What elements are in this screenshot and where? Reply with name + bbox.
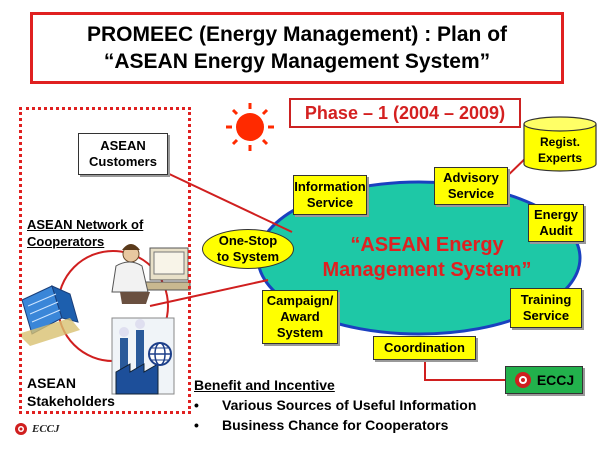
stakeholders-line-2: Stakeholders: [27, 393, 115, 409]
network-line-1: ASEAN Network of: [27, 217, 144, 232]
stakeholders-label: ASEAN Stakeholders: [27, 374, 115, 410]
eccj-logo-icon: [514, 372, 531, 388]
sun-icon: [226, 103, 274, 151]
bullet-icon: •: [194, 417, 199, 433]
advisory-line-2: Service: [447, 186, 495, 201]
training-service-box: Training Service: [510, 288, 582, 328]
eccj-footer-logo: ECCJ: [14, 422, 60, 436]
regist-experts-cylinder: [523, 116, 597, 172]
title-line-2: “ASEAN Energy Management System”: [103, 50, 491, 73]
advisory-line-1: Advisory: [443, 170, 499, 185]
eccj-connector: [424, 360, 508, 381]
one-stop-line-1: One-Stop: [218, 233, 278, 248]
coordination-box: Coordination: [373, 336, 476, 360]
title-line-1: PROMEEC (Energy Management) : Plan of: [86, 23, 508, 46]
eccj-badge-label: ECCJ: [536, 372, 575, 388]
bullet-icon: •: [194, 397, 199, 413]
network-label: ASEAN Network of Cooperators: [27, 216, 143, 250]
benefit-heading: Benefit and Incentive: [194, 377, 335, 393]
regist-experts-label: Regist. Experts: [524, 134, 596, 166]
eccj-badge: ECCJ: [505, 366, 583, 394]
one-stop-line-2: to System: [216, 249, 280, 264]
ellipse-title: “ASEAN Energy Management System”: [296, 233, 558, 283]
regist-line-1: Regist.: [539, 135, 580, 149]
person-computer-icon: [111, 244, 191, 304]
benefit-item: • Various Sources of Useful Information: [194, 395, 534, 415]
campaign-award-box: Campaign/ Award System: [262, 290, 338, 344]
benefit-item-label: Various Sources of Useful Information: [222, 397, 477, 413]
information-line-1: Information: [294, 179, 366, 194]
network-connector: [149, 279, 269, 307]
energy-audit-box: Energy Audit: [528, 204, 584, 242]
training-line-1: Training: [520, 292, 572, 307]
customers-connector: [164, 171, 293, 233]
benefit-item: • Business Chance for Cooperators: [194, 415, 534, 435]
ellipse-title-line-2: Management System”: [322, 259, 532, 281]
benefit-item-label: Business Chance for Cooperators: [222, 417, 449, 433]
customers-line-1: ASEAN: [100, 138, 146, 153]
one-stop-system-ellipse: One-Stop to System: [202, 229, 294, 269]
network-line-2: Cooperators: [27, 234, 105, 249]
ellipse-title-line-1: “ASEAN Energy: [350, 234, 504, 256]
energy-audit-line-2: Audit: [539, 223, 573, 238]
campaign-line-1: Campaign/: [266, 293, 334, 308]
campaign-line-2: Award: [280, 309, 320, 324]
advisory-service-box: Advisory Service: [434, 167, 508, 205]
regist-line-2: Experts: [537, 151, 583, 165]
stakeholders-region: [19, 107, 191, 414]
training-line-2: Service: [522, 308, 570, 323]
benefit-section: Benefit and Incentive • Various Sources …: [194, 375, 534, 435]
campaign-line-3: System: [276, 325, 324, 340]
customers-line-2: Customers: [89, 154, 157, 169]
factory-icon: [111, 317, 175, 395]
eccj-footer-label: ECCJ: [32, 423, 60, 435]
coordination-label: Coordination: [384, 340, 465, 355]
eccj-footer-logo-icon: [15, 423, 27, 435]
information-service-box: Information Service: [293, 175, 367, 215]
information-line-2: Service: [306, 195, 354, 210]
title-box: PROMEEC (Energy Management) : Plan of “A…: [30, 12, 564, 84]
energy-audit-line-1: Energy: [533, 207, 579, 222]
phase-label: Phase – 1 (2004 – 2009): [289, 98, 521, 128]
stakeholders-line-1: ASEAN: [27, 375, 77, 391]
building-icon: [18, 285, 80, 346]
customers-box: ASEAN Customers: [78, 133, 168, 175]
globe-icon: [148, 342, 172, 366]
